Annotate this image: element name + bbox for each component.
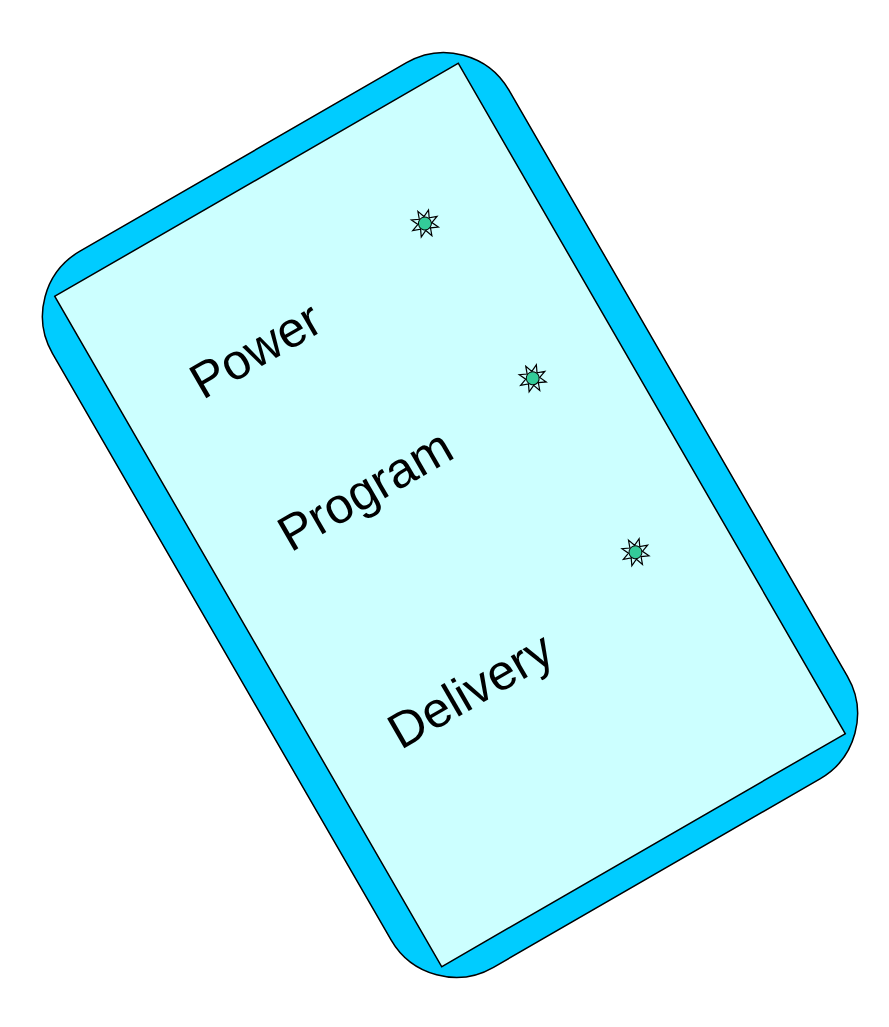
device-body	[15, 25, 885, 1005]
indicator-led	[514, 359, 552, 397]
device-screen	[55, 63, 846, 966]
indicator-led	[616, 533, 654, 571]
device-node: PowerProgramDelivery	[13, 23, 887, 1007]
indicator-led	[406, 204, 444, 242]
device-outline	[13, 23, 887, 1007]
